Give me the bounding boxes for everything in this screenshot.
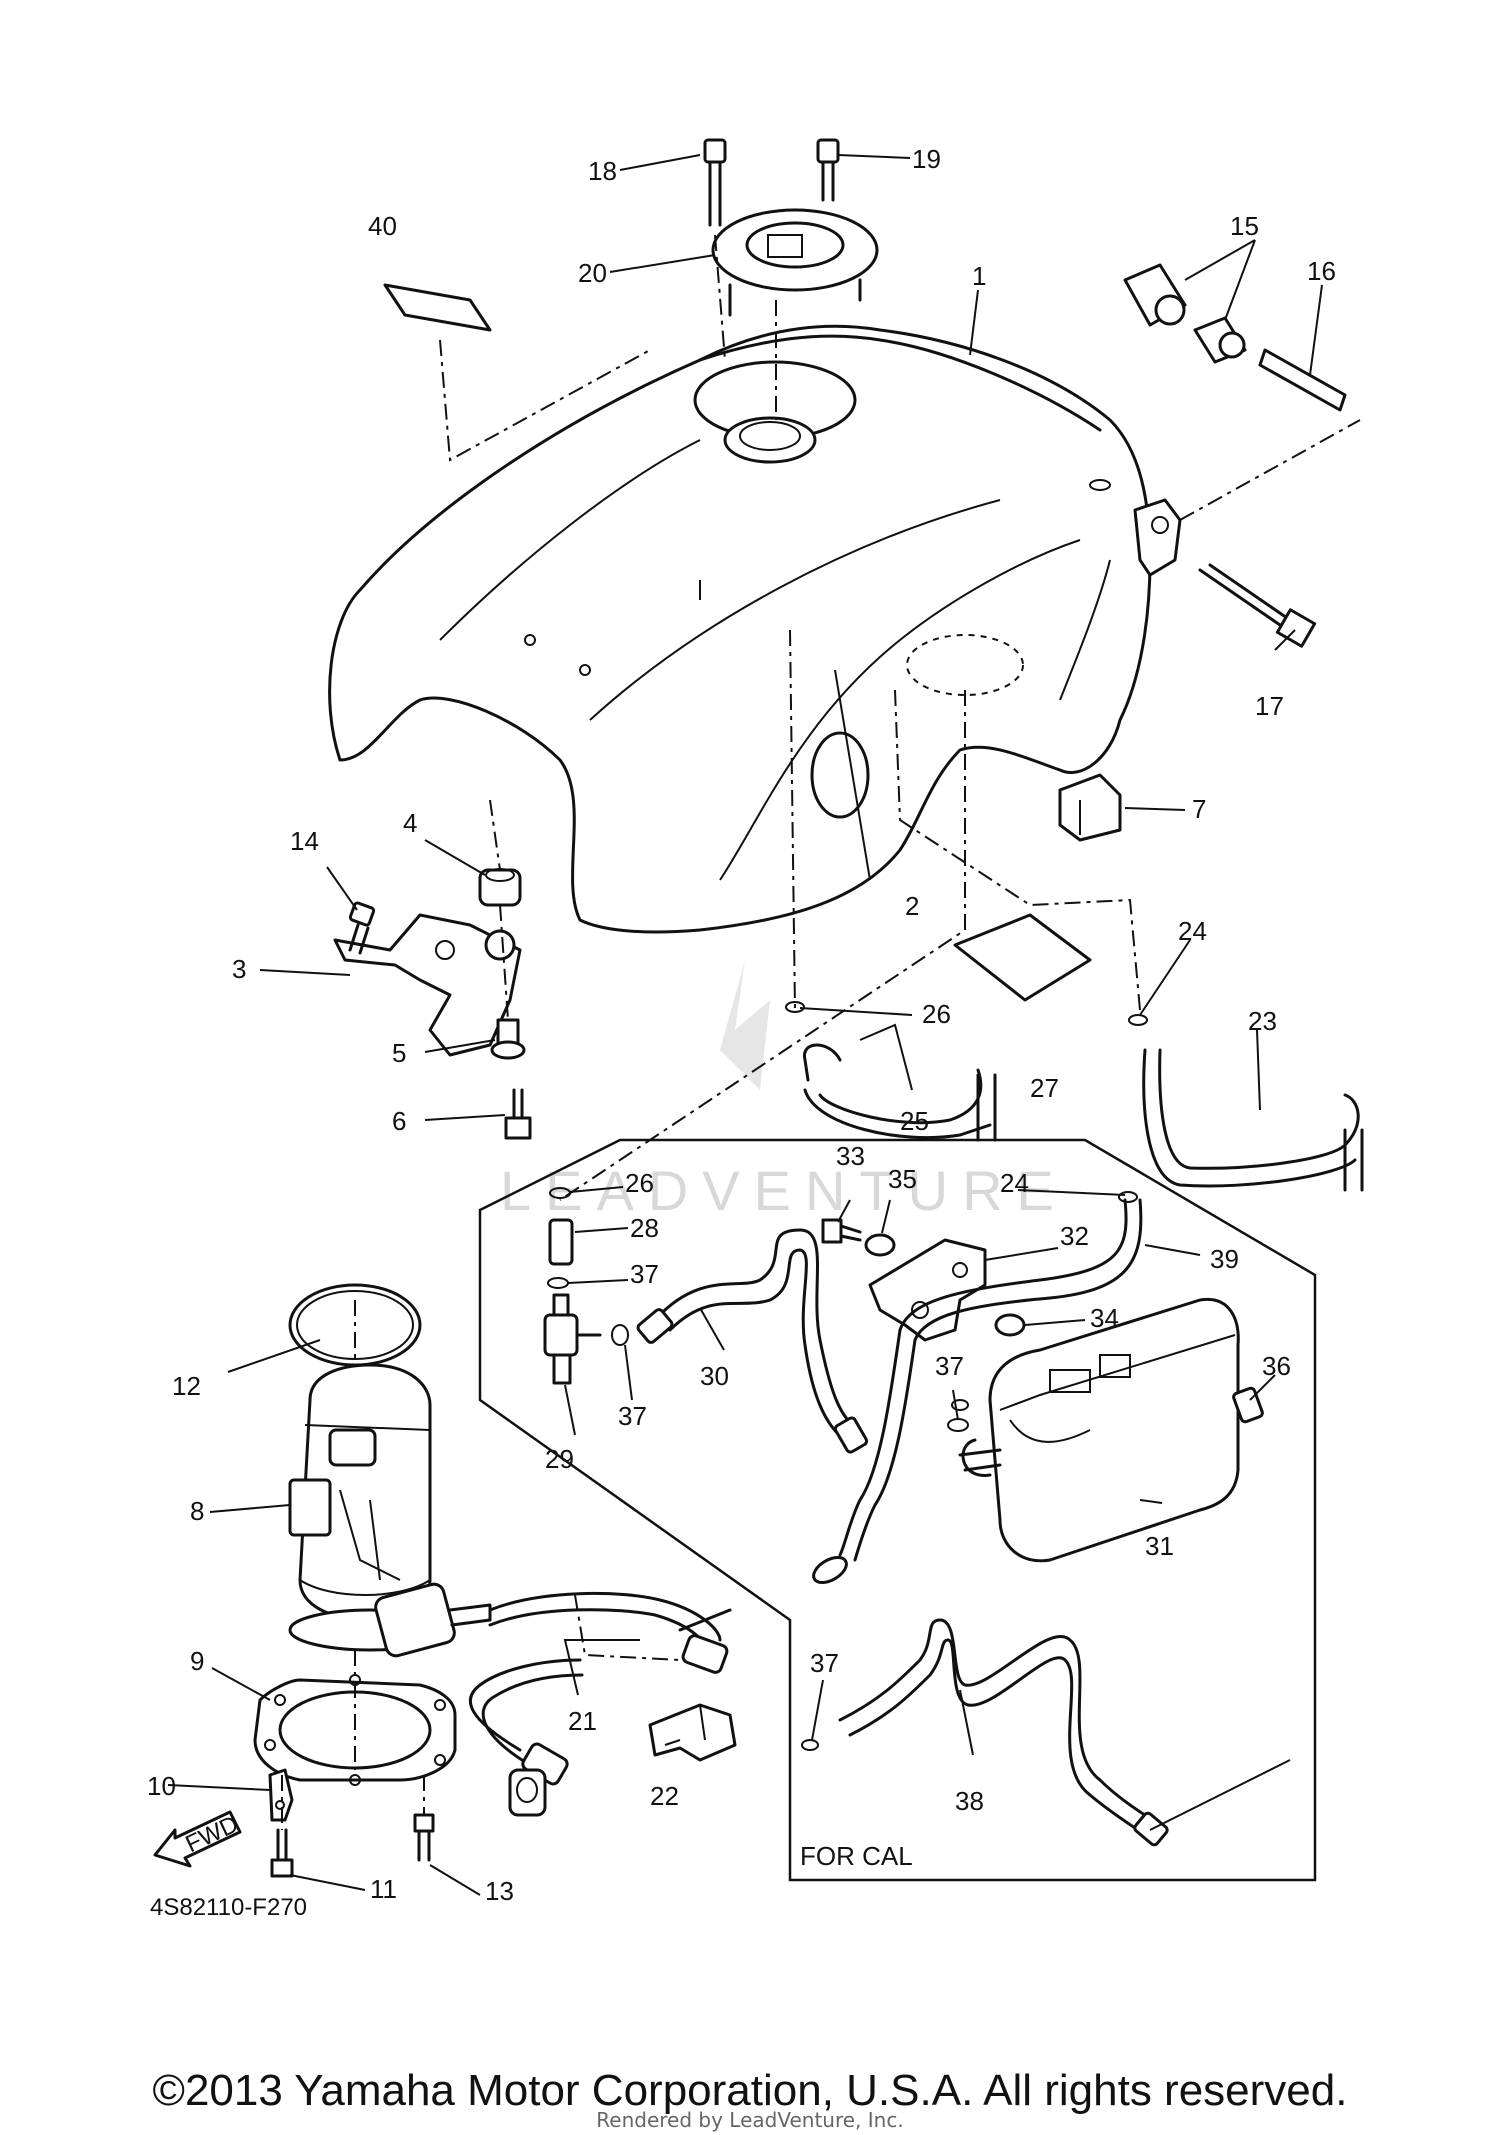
callout-31: 31 bbox=[1145, 1531, 1174, 1561]
rendered-by-notice: Rendered by LeadVenture, Inc. bbox=[596, 2108, 904, 2132]
hose-39 bbox=[812, 1198, 1143, 1584]
damper-15 bbox=[1123, 263, 1247, 364]
clamp-24-upper bbox=[1128, 1014, 1148, 1026]
callout-25: 25 bbox=[900, 1106, 929, 1136]
callout-37b: 37 bbox=[618, 1401, 647, 1431]
callout-13: 13 bbox=[485, 1876, 514, 1906]
callout-3: 3 bbox=[232, 954, 246, 984]
collar-35 bbox=[864, 1233, 896, 1257]
callout-27: 27 bbox=[1030, 1073, 1059, 1103]
damper-4 bbox=[478, 868, 522, 907]
fwd-label: FWD bbox=[182, 1811, 243, 1859]
bolt-33 bbox=[821, 1218, 862, 1244]
callout-12: 12 bbox=[172, 1371, 201, 1401]
callout-8: 8 bbox=[190, 1496, 204, 1526]
fuel-cap-ring bbox=[711, 208, 879, 317]
clamp-26-lower bbox=[549, 1187, 571, 1199]
bolt-6 bbox=[504, 1088, 532, 1140]
callout-39: 39 bbox=[1210, 1244, 1239, 1274]
callout-18: 18 bbox=[588, 156, 617, 186]
bracket-10 bbox=[268, 1768, 294, 1822]
clamp-37-b bbox=[611, 1324, 629, 1346]
callout-38: 38 bbox=[955, 1786, 984, 1816]
callout-23: 23 bbox=[1248, 1006, 1277, 1036]
bolt-18 bbox=[703, 138, 727, 227]
bolt-11 bbox=[270, 1828, 294, 1878]
bolt-13 bbox=[413, 1813, 435, 1862]
callout-17: 17 bbox=[1255, 691, 1284, 721]
callout-22: 22 bbox=[650, 1781, 679, 1811]
copyright-notice: ©2013 Yamaha Motor Corporation, U.S.A. A… bbox=[152, 2066, 1348, 2115]
for-cal-label: FOR CAL bbox=[800, 1841, 913, 1871]
fuel-tank bbox=[328, 324, 1182, 934]
callout-19: 19 bbox=[912, 144, 941, 174]
callout-11: 11 bbox=[370, 1874, 397, 1904]
fuel-pump-8 bbox=[288, 1363, 492, 1658]
bracket-32 bbox=[868, 1238, 987, 1342]
bracket-3 bbox=[333, 913, 522, 1057]
callout-40: 40 bbox=[368, 211, 397, 241]
hose-25 bbox=[803, 1043, 997, 1142]
callout-28: 28 bbox=[630, 1213, 659, 1243]
callout-1: 1 bbox=[972, 261, 986, 291]
callout-2: 2 bbox=[905, 891, 919, 921]
label-sticker bbox=[383, 283, 492, 332]
part-code: 4S82110-F270 bbox=[150, 1894, 307, 1921]
clamp-26-upper bbox=[785, 1001, 805, 1013]
callout-30: 30 bbox=[700, 1361, 729, 1391]
pad-27 bbox=[953, 913, 1092, 1002]
callout-24b: 24 bbox=[1000, 1168, 1029, 1198]
leader-lines bbox=[167, 154, 1323, 1896]
callout-20: 20 bbox=[578, 258, 607, 288]
callout-6: 6 bbox=[392, 1106, 406, 1136]
bolt-19 bbox=[816, 138, 840, 202]
grommet-34 bbox=[994, 1313, 1026, 1337]
hose-28 bbox=[548, 1218, 574, 1266]
clamp-37-d bbox=[801, 1739, 819, 1751]
callout-26: 26 bbox=[922, 999, 951, 1029]
callout-33: 33 bbox=[836, 1141, 865, 1171]
callout-16: 16 bbox=[1307, 256, 1336, 286]
callout-9: 9 bbox=[190, 1646, 204, 1676]
callout-4: 4 bbox=[403, 808, 417, 838]
filter-29 bbox=[543, 1293, 602, 1385]
callout-14: 14 bbox=[290, 826, 319, 856]
callout-15: 15 bbox=[1230, 211, 1259, 241]
callout-35: 35 bbox=[888, 1164, 917, 1194]
callout-29: 29 bbox=[545, 1444, 574, 1474]
callout-7: 7 bbox=[1192, 794, 1206, 824]
callout-37a: 37 bbox=[630, 1259, 659, 1289]
for-cal-box bbox=[478, 1138, 1317, 1882]
collar-16 bbox=[1258, 348, 1347, 412]
callout-5: 5 bbox=[392, 1038, 406, 1068]
clamp-37-a bbox=[547, 1277, 569, 1289]
hose-23 bbox=[1142, 1048, 1364, 1192]
canister-31 bbox=[958, 1297, 1240, 1563]
callout-24: 24 bbox=[1178, 916, 1207, 946]
fwd-arrow-icon: FWD bbox=[153, 1810, 243, 1868]
rubber-7 bbox=[1058, 773, 1122, 842]
cap-36 bbox=[1232, 1386, 1264, 1424]
callout-34: 34 bbox=[1090, 1303, 1119, 1333]
bolt-17 bbox=[1198, 563, 1317, 648]
callout-37d: 37 bbox=[810, 1648, 839, 1678]
callout-37c: 37 bbox=[935, 1351, 964, 1381]
callout-32: 32 bbox=[1060, 1221, 1089, 1251]
callout-36: 36 bbox=[1262, 1351, 1291, 1381]
clip-22 bbox=[648, 1703, 737, 1762]
callout-labels: 1 2 3 4 5 6 7 8 9 10 11 12 13 14 15 16 1… bbox=[147, 144, 1336, 1906]
watermark: LEADVENTURE bbox=[500, 960, 1054, 1222]
callout-26b: 26 bbox=[625, 1168, 654, 1198]
exploded-parts-diagram: LEADVENTURE bbox=[147, 138, 1364, 1921]
collar-5 bbox=[490, 1018, 526, 1060]
clamp-24-lower bbox=[1118, 1191, 1138, 1203]
callout-21: 21 bbox=[568, 1706, 597, 1736]
hose-38 bbox=[838, 1618, 1169, 1847]
hose-30 bbox=[636, 1228, 869, 1454]
callout-10: 10 bbox=[147, 1771, 176, 1801]
fuel-hose-21 bbox=[469, 1591, 732, 1817]
